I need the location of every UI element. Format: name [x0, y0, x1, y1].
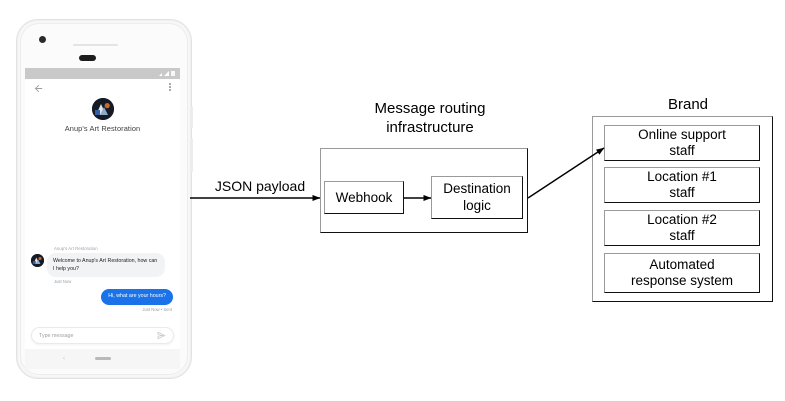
send-icon[interactable] — [157, 331, 166, 340]
destination-logic-line2: logic — [463, 197, 491, 213]
status-bar-icons — [159, 71, 175, 76]
nav-back-icon[interactable]: ‹ — [63, 356, 65, 362]
back-arrow-icon[interactable] — [33, 83, 44, 94]
location-1-line2: staff — [669, 185, 695, 200]
brand-name: Anup's Art Restoration — [64, 124, 141, 133]
online-support-line1: Online support — [638, 126, 726, 142]
incoming-message-row: Welcome to Anup's Art Restoration, how c… — [25, 253, 180, 278]
destination-logic-line1: Destination — [443, 181, 511, 197]
location-2-staff-box[interactable]: Location #2 staff — [604, 210, 760, 246]
signal-bars-icon — [159, 73, 162, 76]
earpiece-speaker — [79, 55, 96, 61]
infrastructure-title-line2: infrastructure — [386, 118, 474, 136]
phone-volume-button[interactable] — [190, 138, 193, 172]
phone-mockup: Anup's Art Restoration Anup's Art Restor… — [16, 19, 193, 379]
earpiece-line — [73, 44, 118, 46]
nav-home-pill[interactable] — [95, 357, 111, 360]
location-1-staff-box[interactable]: Location #1 staff — [604, 167, 760, 203]
avatar-artwork — [91, 98, 114, 120]
message-composer[interactable]: Type message — [31, 327, 174, 344]
location-1-line1: Location #1 — [647, 168, 717, 184]
android-nav-bar: ‹ — [25, 349, 180, 369]
infrastructure-title: Message routing infrastructure — [340, 100, 520, 138]
phone-power-button[interactable] — [190, 106, 193, 128]
status-bar — [25, 68, 180, 79]
outgoing-message-bubble: Hi, what are your hours? — [101, 289, 173, 306]
destination-logic-box[interactable]: Destination logic — [431, 176, 523, 219]
automated-response-line2: response system — [630, 273, 734, 288]
infrastructure-title-line1: Message routing — [374, 100, 486, 117]
online-support-line2: staff — [669, 143, 695, 158]
webhook-label: Webhook — [335, 190, 393, 205]
battery-icon — [171, 71, 175, 76]
outgoing-message-row: Hi, what are your hours? — [25, 289, 180, 306]
brand-title: Brand — [667, 96, 709, 113]
message-thread: Anup's Art Restoration Welcome to Anup's… — [25, 246, 180, 312]
overflow-menu-icon[interactable] — [169, 83, 171, 91]
location-2-line2: staff — [669, 228, 695, 243]
outgoing-message-timestamp: Just Now • Sent — [142, 307, 172, 313]
incoming-message-bubble: Welcome to Anup's Art Restoration, how c… — [47, 253, 165, 278]
app-bar — [25, 79, 180, 97]
phone-screen: Anup's Art Restoration Anup's Art Restor… — [25, 68, 180, 349]
incoming-message-timestamp: Just Now — [54, 279, 72, 285]
online-support-staff-box[interactable]: Online support staff — [604, 125, 760, 161]
destination-logic-label: Destination logic — [443, 181, 511, 213]
incoming-sender-label: Anup's Art Restoration — [54, 246, 98, 251]
conversation-header: Anup's Art Restoration — [25, 97, 180, 133]
automated-response-system-box[interactable]: Automated response system — [604, 253, 760, 293]
location-2-line1: Location #2 — [647, 211, 717, 227]
json-payload-label: JSON payload — [214, 178, 306, 194]
signal-strength-icon — [164, 71, 169, 76]
webhook-box[interactable]: Webhook — [324, 181, 404, 214]
automated-response-line1: Automated — [649, 256, 715, 272]
avatar-small — [31, 254, 44, 267]
front-camera-icon — [39, 36, 46, 43]
avatar — [91, 98, 114, 120]
avatar-small-artwork — [31, 254, 44, 267]
message-input[interactable]: Type message — [39, 332, 74, 339]
